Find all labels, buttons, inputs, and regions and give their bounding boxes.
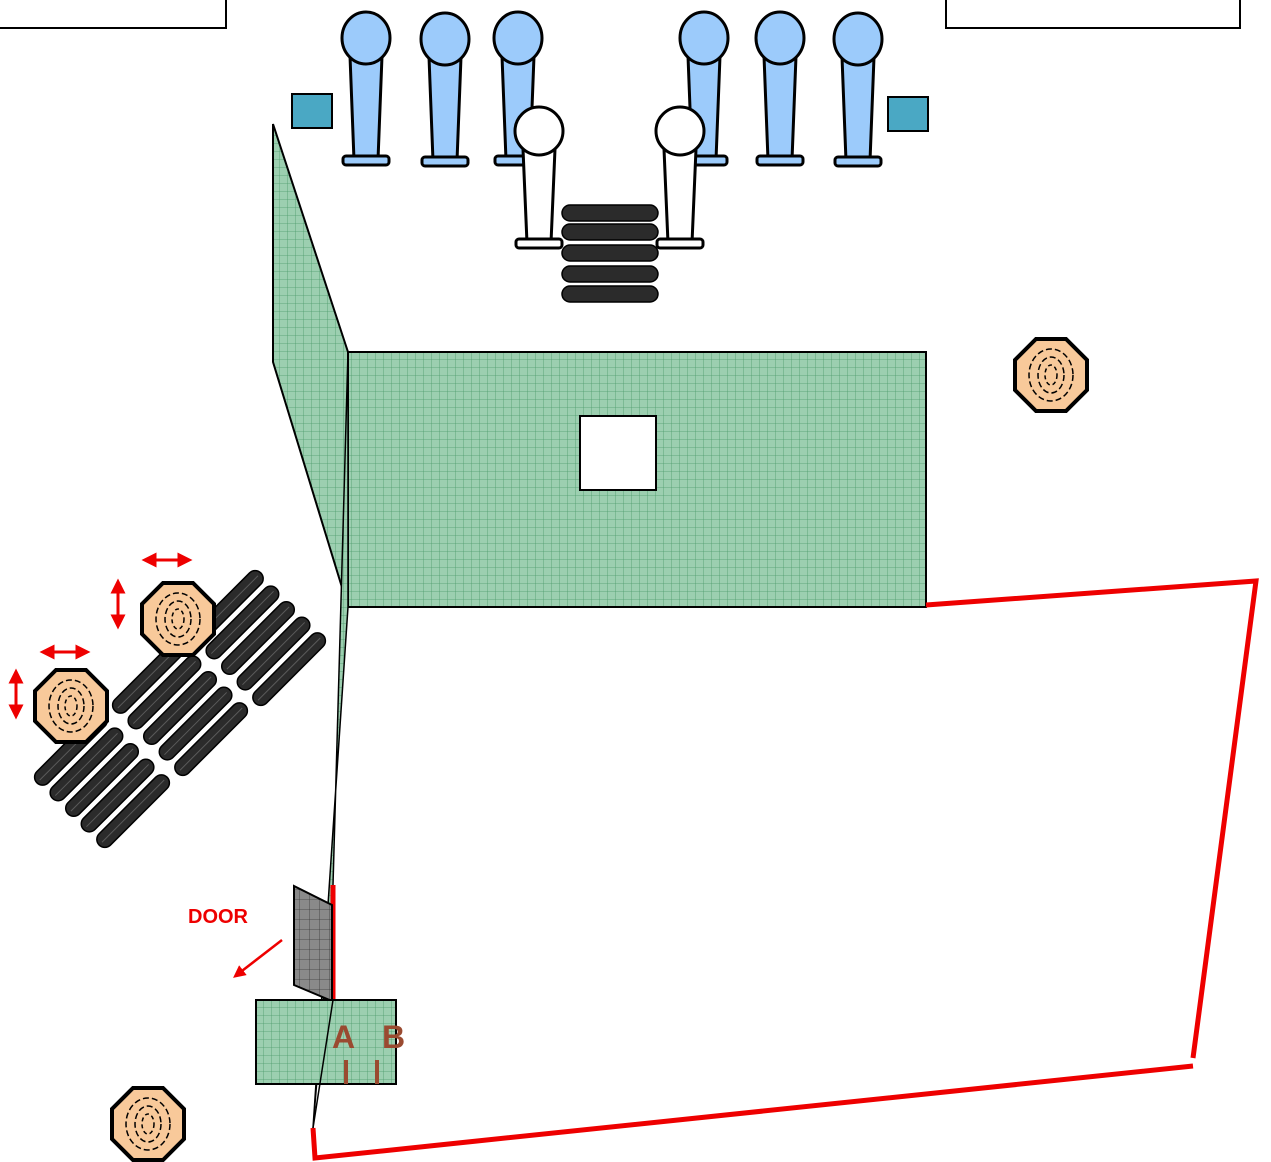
paper-target-icon [832, 11, 884, 168]
position-a-label: A [332, 1019, 355, 1055]
tire-stack-icon [561, 204, 659, 303]
angled-wall [272, 123, 349, 608]
wall-window [579, 415, 657, 491]
paper-target-icon [419, 11, 471, 168]
shooting-area-boundary [925, 578, 1259, 1059]
door [293, 884, 333, 1003]
steel-popper-icon [140, 581, 216, 657]
front-wall [347, 351, 927, 608]
top-left-box [0, 0, 227, 29]
top-right-box [945, 0, 1241, 29]
shooting-area-boundary [310, 1063, 1194, 1161]
steel-popper-icon [110, 1086, 186, 1162]
no-shoot-target-icon [654, 105, 706, 250]
door-arrow [233, 939, 283, 978]
side-wall-edge [312, 999, 334, 1129]
paper-target-icon [340, 10, 392, 167]
steel-popper-icon [33, 668, 109, 744]
barrel-left-icon [291, 93, 333, 129]
barrel-right-icon [887, 96, 929, 132]
paper-target-icon [754, 10, 806, 167]
steel-popper-icon [1013, 337, 1089, 413]
door-label: DOOR [188, 906, 249, 928]
position-b-label: B [382, 1019, 405, 1055]
no-shoot-target-icon [513, 105, 565, 250]
